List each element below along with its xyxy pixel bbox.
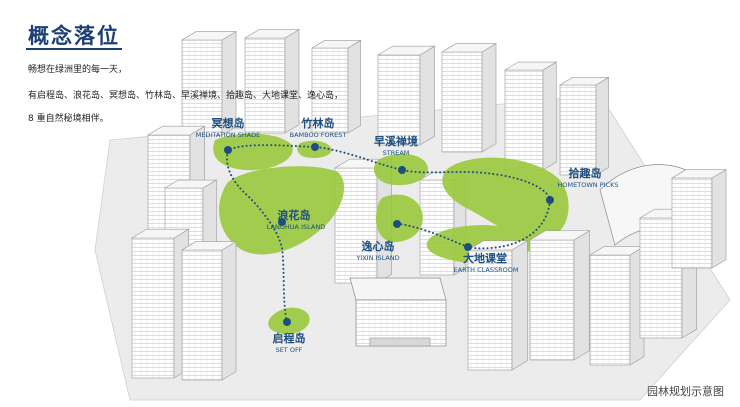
tower-front-1 (180, 241, 238, 381)
node-earth (464, 243, 472, 251)
intro-line-2: 有启程岛、浪花岛、冥想岛、竹林岛、早溪禅境、拾趣岛、大地课堂、逸心岛， (28, 91, 344, 101)
route-path (226, 144, 552, 323)
label-stream-en: STREAM (383, 149, 410, 157)
node-bamboo (311, 143, 319, 151)
tower-group-front (130, 169, 728, 381)
label-setoff-en: SET OFF (276, 346, 303, 354)
figure-caption: 园林规划示意图 (647, 385, 724, 398)
tower-back-4 (440, 43, 498, 153)
node-stream (398, 166, 406, 174)
tower-group-back (146, 29, 610, 309)
label-yixin-cn: 逸心岛 (362, 239, 395, 253)
label-meditation-cn: 冥想岛 (212, 116, 245, 130)
island-langhua-shape (219, 166, 345, 255)
island-hometown-shape (442, 157, 569, 240)
label-langhua-en: LANGHUA ISLAND (267, 223, 325, 231)
tower-back-5 (503, 61, 558, 171)
label-earth-en: EARTH CLASSROOM (454, 266, 519, 274)
label-earth-cn: 大地课堂 (463, 251, 507, 265)
node-langhua (278, 218, 286, 226)
tower-back-0 (180, 31, 238, 136)
tower-front-2 (466, 240, 529, 371)
tower-back-2 (310, 39, 362, 134)
tower-back-1 (243, 29, 301, 134)
tower-front-0 (130, 228, 190, 379)
tower-front-6 (670, 169, 728, 269)
node-setoff (283, 318, 291, 326)
label-stream-cn: 早溪禅境 (374, 134, 418, 148)
label-yixin-en: YIXIN ISLAND (355, 254, 399, 262)
intro-line-3: 8 重自然秘境相伴。 (28, 114, 109, 124)
page-title: 概念落位 (28, 23, 120, 48)
label-meditation-en: MEDITATION SHADE (196, 131, 261, 139)
label-langhua-cn: 浪花岛 (278, 208, 311, 222)
label-hometown-cn: 拾趣岛 (569, 166, 602, 180)
label-hometown-en: HOMETOWN PICKS (558, 181, 619, 189)
node-hometown (546, 196, 554, 204)
label-bamboo-en: BAMBOO FOREST (290, 131, 347, 139)
island-labels: 冥想岛 MEDITATION SHADE 竹林岛 BAMBOO FOREST 早… (196, 116, 619, 354)
tower-front-4 (588, 246, 646, 366)
route-nodes (224, 143, 554, 326)
label-bamboo-cn: 竹林岛 (301, 116, 335, 130)
island-yixin-shape (375, 194, 423, 243)
island-meditation-shape (213, 133, 293, 171)
node-yixin (393, 220, 401, 228)
green-islands (213, 133, 569, 334)
intro-line-1: 畅想在绿洲里的每一天， (28, 65, 128, 75)
title-underline (26, 48, 122, 50)
tower-front-3 (528, 230, 591, 361)
node-meditation (224, 146, 232, 154)
central-building (349, 277, 447, 347)
tower-back-3 (376, 45, 436, 146)
label-setoff-cn: 启程岛 (273, 331, 306, 345)
tower-back-6 (558, 76, 610, 176)
